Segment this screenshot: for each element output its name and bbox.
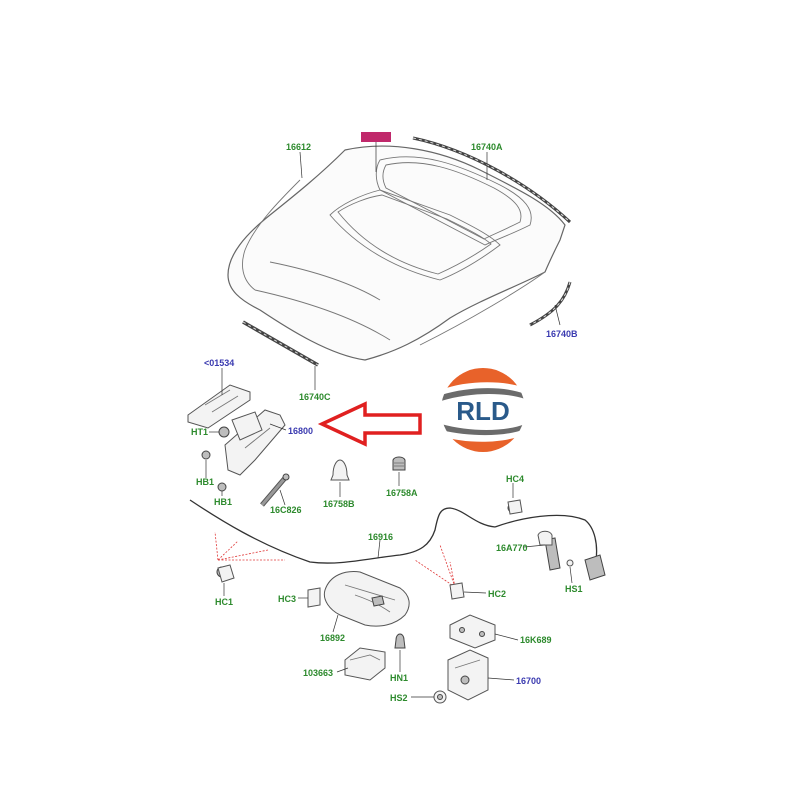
- rld-logo: RLD: [441, 368, 525, 452]
- gas-strut-16C826: [217, 473, 290, 507]
- label-HN1: HN1: [390, 673, 408, 683]
- clip-HC4: [507, 499, 523, 515]
- label-16740C: 16740C: [299, 392, 331, 402]
- label-16892: 16892: [320, 633, 345, 643]
- label-16K689: 16K689: [520, 635, 552, 645]
- bracket-103663: [344, 647, 386, 681]
- label-16A770: 16A770: [496, 543, 528, 553]
- bump-stop-16758B: [330, 459, 350, 481]
- label-HC2: HC2: [488, 589, 506, 599]
- clip-HC1: [217, 564, 235, 583]
- arrow-shape: [317, 401, 422, 447]
- highlight-arrow: [317, 401, 422, 447]
- clip-HC2: [449, 582, 465, 600]
- label-HB1-upper: HB1: [196, 477, 214, 487]
- hinge-16800: [201, 409, 286, 476]
- seal-16740A: [412, 136, 572, 224]
- logo-text: RLD: [456, 396, 509, 426]
- label-HB1-lower: HB1: [214, 497, 232, 507]
- label-HS2: HS2: [390, 693, 408, 703]
- release-handle-HS1: [566, 554, 606, 581]
- label-HC1: HC1: [215, 597, 233, 607]
- release-cable-16916: [189, 499, 598, 578]
- label-16758B: 16758B: [323, 499, 355, 509]
- label-HC4: HC4: [506, 474, 524, 484]
- seal-16740C: [242, 320, 319, 367]
- latch-bracket-16K689: [449, 614, 496, 649]
- label-16740B: 16740B: [546, 329, 578, 339]
- cable-clip-reference-lines: [214, 531, 456, 588]
- label-103663: 103663: [303, 668, 333, 678]
- part-labels: 16612 16740A 16740B 16740C <01534 HT1 16…: [191, 142, 583, 703]
- label-16C826: 16C826: [270, 505, 302, 515]
- label-16916: 16916: [368, 532, 393, 542]
- hood-latch-16700: [447, 649, 489, 701]
- label-01534: <01534: [204, 358, 234, 368]
- hinge-cover-01534: [187, 384, 251, 429]
- bolt-HS2: [433, 690, 447, 704]
- hood-label-box: [361, 132, 391, 142]
- label-16612: 16612: [286, 142, 311, 152]
- label-HC3: HC3: [278, 594, 296, 604]
- label-16740A: 16740A: [471, 142, 503, 152]
- label-16800: 16800: [288, 426, 313, 436]
- label-16700: 16700: [516, 676, 541, 686]
- label-HS1: HS1: [565, 584, 583, 594]
- latch-cover-16892: [323, 571, 410, 627]
- release-lever-16A770: [537, 530, 561, 571]
- hood-panel: [227, 145, 566, 361]
- nut-HN1: [394, 633, 406, 649]
- clip-HC3: [307, 587, 321, 608]
- leader-lines: [205, 151, 573, 698]
- label-HT1: HT1: [191, 427, 208, 437]
- seal-16740B: [529, 281, 572, 327]
- bump-stop-16758A: [392, 456, 406, 471]
- label-16758A: 16758A: [386, 488, 418, 498]
